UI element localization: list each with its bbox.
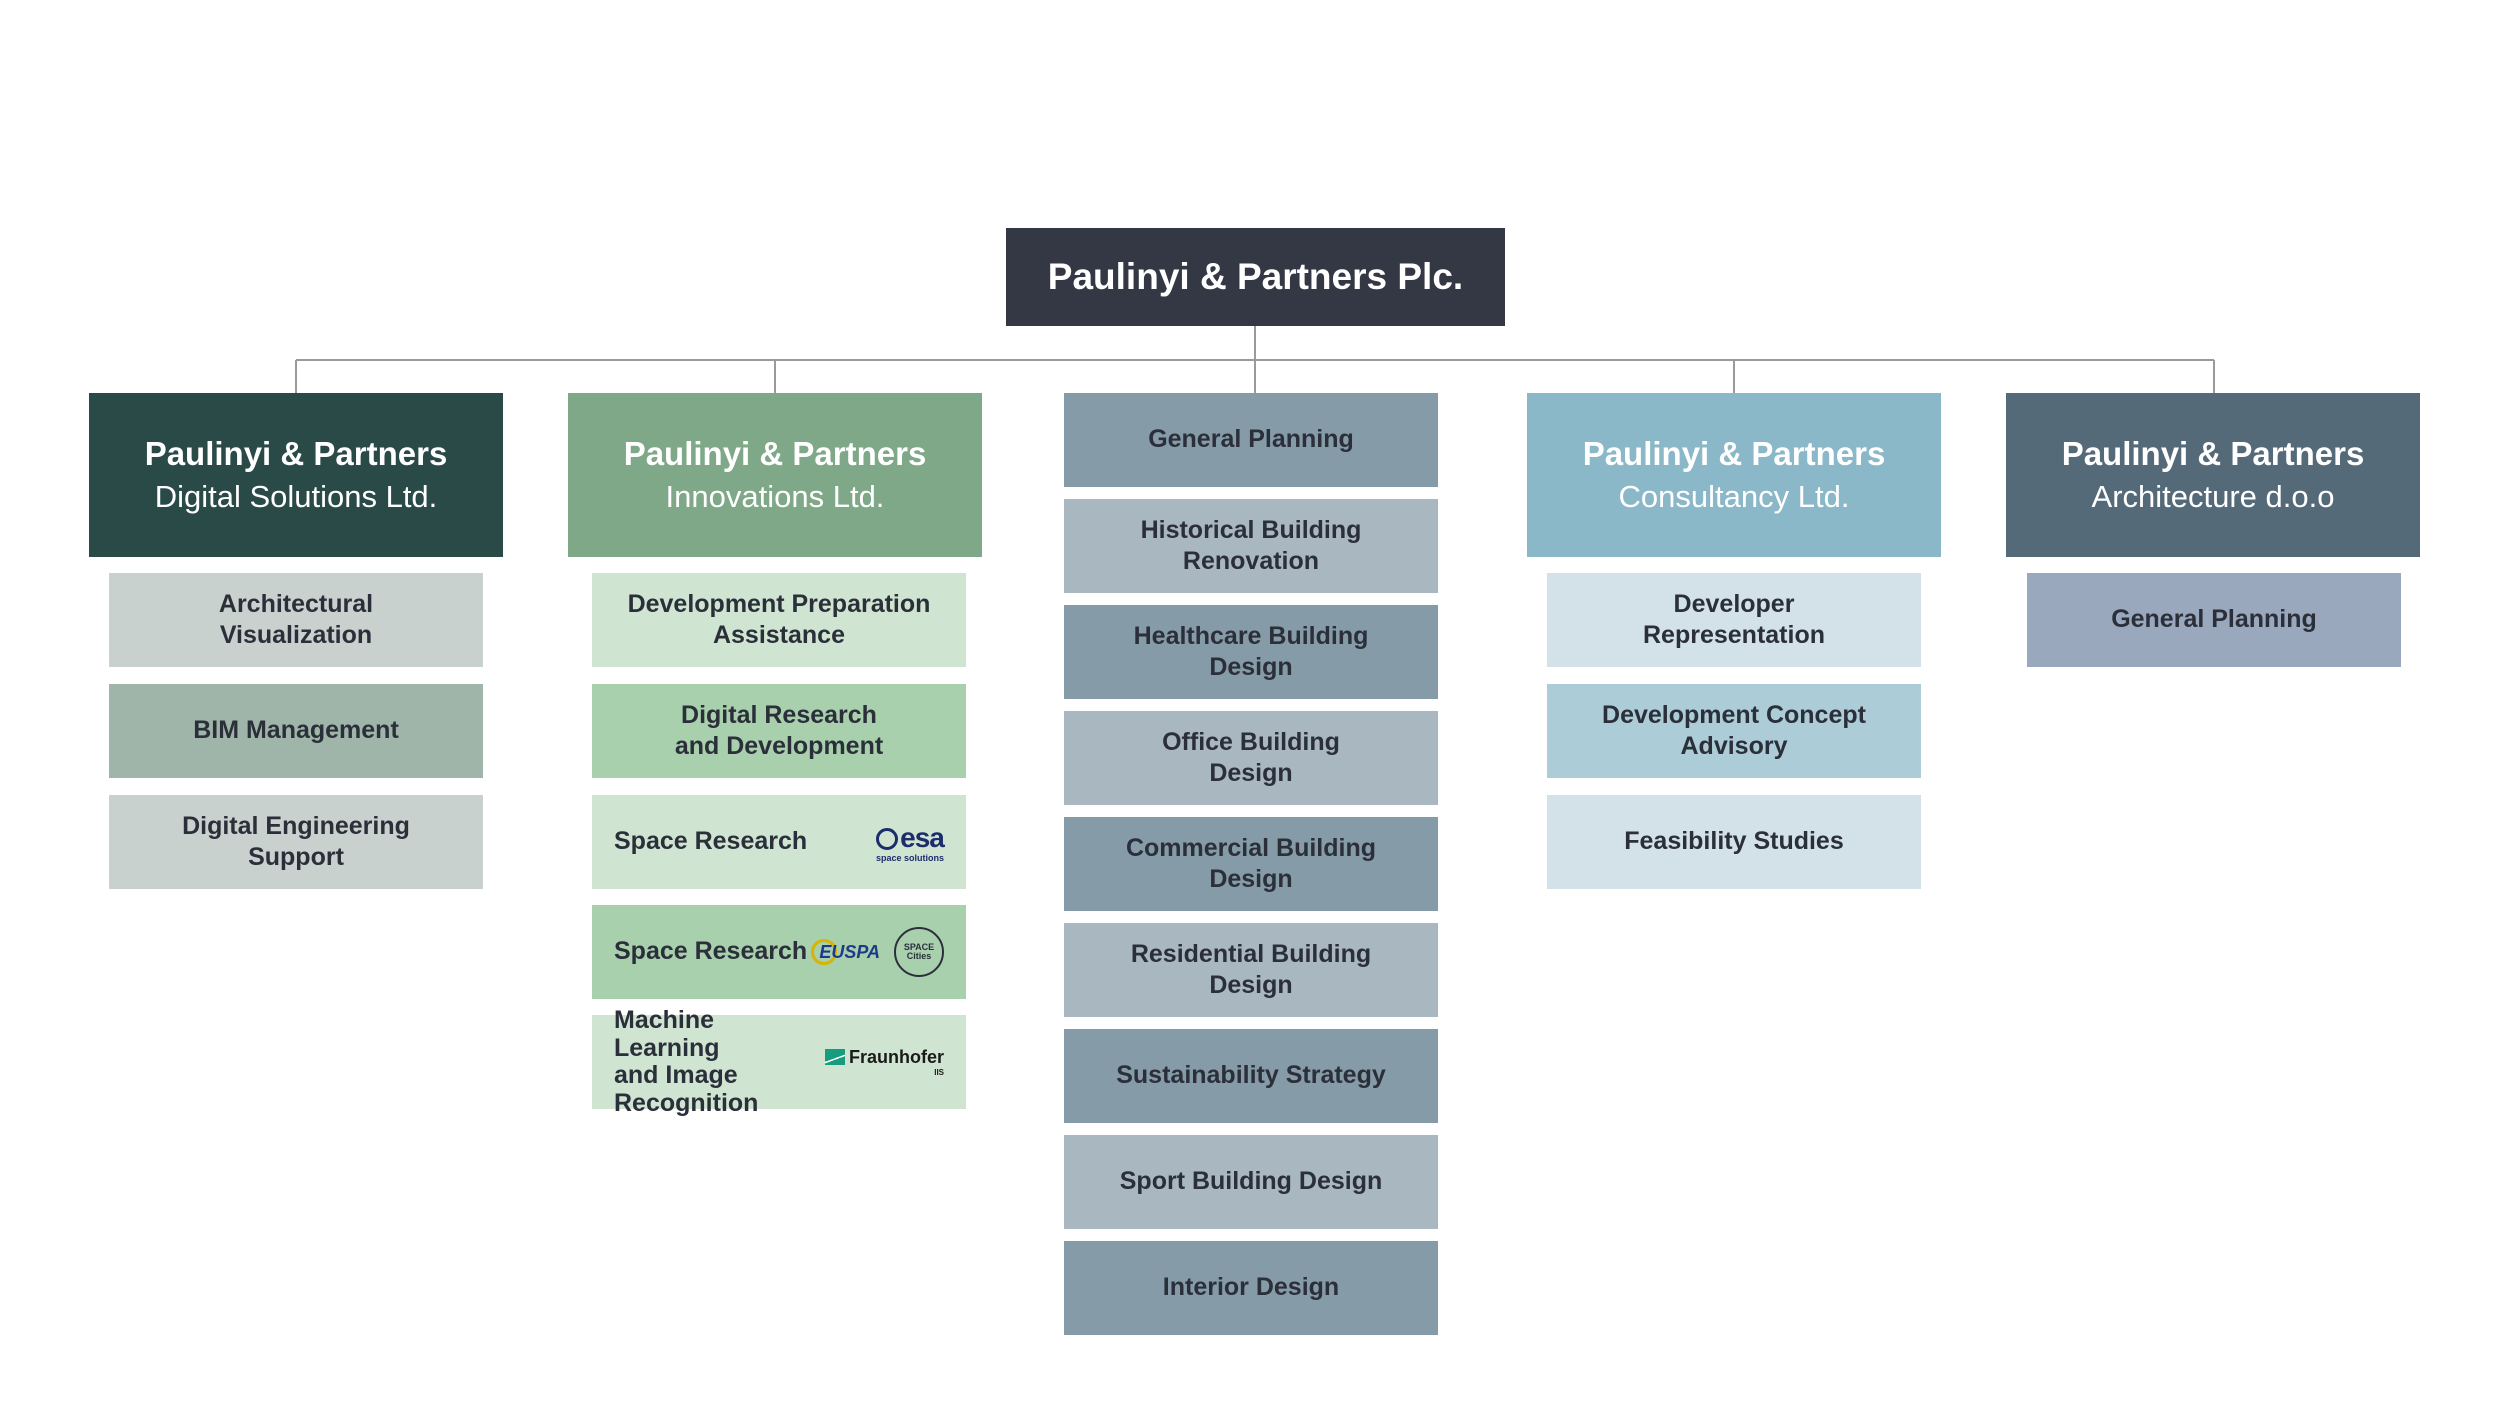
service-label: Architectural Visualization <box>218 589 374 649</box>
company-subtitle: Consultancy Ltd. <box>1618 479 1850 515</box>
service-label: Developer Representation <box>1643 589 1825 649</box>
service-item: Sustainability Strategy <box>1064 1029 1438 1123</box>
esa-logo: esa space solutions <box>875 821 945 863</box>
service-item: Architectural Visualization <box>109 573 483 667</box>
service-label: Digital Research and Development <box>674 700 884 760</box>
company-subtitle: Digital Solutions Ltd. <box>154 479 438 515</box>
service-item: Development Preparation Assistance <box>592 573 966 667</box>
service-item: BIM Management <box>109 684 483 778</box>
service-label: Sport Building Design <box>1119 1167 1383 1196</box>
fraunhofer-logo: Fraunhofer IIS <box>824 1046 944 1079</box>
service-label: Development Concept Advisory <box>1602 700 1866 760</box>
service-item: Historical Building Renovation <box>1064 499 1438 593</box>
service-label: Historical Building Renovation <box>1140 515 1362 575</box>
company-name: Paulinyi & Partners <box>623 435 927 472</box>
service-label: Commercial Building Design <box>1125 833 1377 893</box>
company-innovations: Paulinyi & Partners Innovations Ltd. <box>568 393 982 557</box>
service-label: Interior Design <box>1162 1273 1340 1302</box>
company-name: Paulinyi & Partners <box>1582 435 1886 472</box>
root-company-box: Paulinyi & Partners Plc. <box>1006 228 1505 326</box>
service-item: Interior Design <box>1064 1241 1438 1335</box>
service-item: Space Research esa space solutions <box>592 795 966 889</box>
service-item: Feasibility Studies <box>1547 795 1921 889</box>
service-label: Space Research <box>614 827 808 856</box>
service-label: Digital Engineering Support <box>182 811 410 871</box>
service-label: Feasibility Studies <box>1624 827 1844 856</box>
service-label: Space Research <box>614 937 808 966</box>
service-item: Digital Engineering Support <box>109 795 483 889</box>
company-subtitle: Innovations Ltd. <box>665 479 885 515</box>
company-digital-solutions: Paulinyi & Partners Digital Solutions Lt… <box>89 393 503 557</box>
service-item: Residential Building Design <box>1064 923 1438 1017</box>
service-label: Sustainability Strategy <box>1116 1061 1386 1090</box>
service-label: Development Preparation Assistance <box>627 589 931 649</box>
service-item: Sport Building Design <box>1064 1135 1438 1229</box>
service-label: General Planning <box>2111 605 2317 634</box>
service-label: BIM Management <box>193 716 399 745</box>
service-label: Office Building Design <box>1162 727 1340 787</box>
service-label: Healthcare Building Design <box>1133 621 1369 681</box>
root-company-label: Paulinyi & Partners Plc. <box>1047 255 1464 297</box>
service-item: General Planning <box>2027 573 2401 667</box>
euspa-logo: EUSPA <box>811 939 880 965</box>
service-item: Developer Representation <box>1547 573 1921 667</box>
service-item: General Planning <box>1064 393 1438 487</box>
service-item: Healthcare Building Design <box>1064 605 1438 699</box>
service-item: Commercial Building Design <box>1064 817 1438 911</box>
company-name: Paulinyi & Partners <box>144 435 448 472</box>
service-item: Machine Learning and Image Recognition F… <box>592 1006 966 1116</box>
service-label: General Planning <box>1148 425 1354 454</box>
company-architecture: Paulinyi & Partners Architecture d.o.o <box>2006 393 2420 557</box>
service-label: Machine Learning and Image Recognition <box>614 1006 759 1117</box>
service-label: Residential Building Design <box>1130 939 1372 999</box>
service-item: Development Concept Advisory <box>1547 684 1921 778</box>
space-cities-logo: SPACE Cities <box>894 927 944 977</box>
company-subtitle: Architecture d.o.o <box>2091 479 2335 515</box>
company-name: Paulinyi & Partners <box>2061 435 2365 472</box>
service-item: Office Building Design <box>1064 711 1438 805</box>
service-item: Space Research EUSPA SPACE Cities <box>592 905 966 999</box>
company-consultancy: Paulinyi & Partners Consultancy Ltd. <box>1527 393 1941 557</box>
service-item: Digital Research and Development <box>592 684 966 778</box>
